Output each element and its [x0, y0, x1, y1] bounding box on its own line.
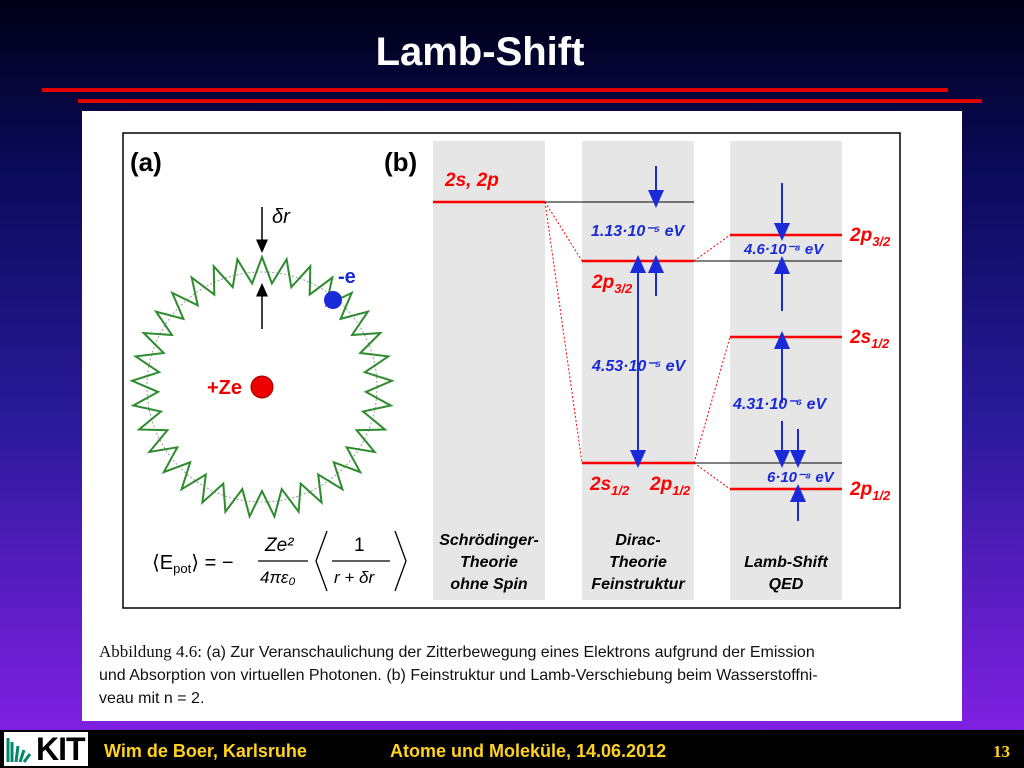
level-label-lamb-p12: 2p1/2: [849, 479, 891, 503]
dirac-energy-top: 1.13·10⁻⁵ eV: [591, 223, 686, 240]
svg-text:veau mit n = 2.: veau mit n = 2.: [99, 690, 204, 707]
potential-formula: ⟨Epot⟩ = − Ze² 4πε₀ 1 r + δr: [152, 530, 407, 592]
formula-left-angle: [315, 530, 328, 592]
kit-logo: KIT: [4, 732, 88, 766]
delta-r-label: δr: [272, 206, 291, 228]
svg-text:Lamb-Shift: Lamb-Shift: [744, 554, 828, 571]
footer-bar: [0, 730, 1024, 768]
svg-text:Abbildung 4.6: (a) Zur Veransc: Abbildung 4.6: (a) Zur Veranschaulichung…: [99, 642, 815, 661]
page-number: 13: [993, 742, 1010, 761]
formula-inner-numerator: 1: [354, 535, 365, 556]
level-label-lamb-s12: 2s1/2: [849, 327, 890, 351]
panel-a-label: (a): [130, 147, 162, 177]
figure-image: (a) (b) δr -e +Ze ⟨Epot⟩ = − Ze² 4πε₀ 1 …: [82, 111, 962, 721]
formula-lhs: ⟨Epot⟩ = −: [152, 552, 234, 576]
level-label-dirac-s12: 2s1/2: [589, 474, 630, 498]
svg-text:Schrödinger-: Schrödinger-: [439, 532, 539, 549]
electron-dot: [324, 291, 342, 309]
title-underline-bottom: [78, 99, 982, 103]
level-label-dirac-p32: 2p3/2: [591, 272, 633, 296]
kit-logo-text: KIT: [36, 731, 86, 767]
caption-schroedinger: Schrödinger- Theorie ohne Spin: [439, 532, 539, 593]
svg-text:Dirac-: Dirac-: [615, 532, 660, 549]
level-label-2s2p: 2s, 2p: [444, 170, 499, 191]
formula-numerator: Ze²: [264, 535, 294, 556]
title-underline-top: [42, 88, 948, 92]
footer-author: Wim de Boer, Karlsruhe: [104, 741, 307, 761]
lamb-energy-mid: 4.31·10⁻⁶ eV: [732, 396, 828, 413]
nucleus-label: +Ze: [207, 377, 242, 399]
caption-dirac: Dirac- Theorie Feinstruktur: [591, 532, 685, 593]
formula-denominator: 4πε₀: [260, 568, 295, 587]
svg-text:QED: QED: [769, 576, 804, 593]
zitter-zigzag: [129, 254, 395, 520]
formula-inner-denominator: r + δr: [334, 568, 375, 587]
zitter-orbit-group: δr -e +Ze: [129, 206, 395, 520]
electron-label: -e: [338, 266, 356, 288]
lamb-energy-bottom: 6·10⁻⁸ eV: [767, 469, 836, 486]
slide-title: Lamb-Shift: [375, 30, 585, 74]
svg-text:Feinstruktur: Feinstruktur: [591, 576, 685, 593]
svg-text:Theorie: Theorie: [460, 554, 518, 571]
kit-logo-icon: [6, 738, 32, 763]
lamb-energy-top: 4.6·10⁻⁸ eV: [743, 241, 825, 258]
panel-b-label: (b): [384, 147, 417, 177]
svg-text:Theorie: Theorie: [609, 554, 667, 571]
level-label-lamb-p32: 2p3/2: [849, 225, 891, 249]
caption-lamb: Lamb-Shift QED: [744, 554, 828, 593]
dirac-energy-main: 4.53·10⁻⁵ eV: [591, 358, 687, 375]
svg-text:ohne Spin: ohne Spin: [450, 576, 528, 593]
level-label-dirac-p12: 2p1/2: [649, 474, 691, 498]
lamb-column: [730, 141, 842, 600]
svg-text:und Absorption von virtuellen: und Absorption von virtuellen Photonen. …: [99, 667, 818, 684]
figure-caption: Abbildung 4.6: (a) Zur Veranschaulichung…: [99, 642, 818, 707]
schroedinger-column: [433, 141, 545, 600]
formula-right-angle: [394, 530, 407, 592]
figure-frame: [122, 132, 901, 609]
nucleus-dot: [250, 375, 274, 399]
level-connectors: [544, 201, 731, 490]
lamb-shift-diagram: (a) (b) δr -e +Ze ⟨Epot⟩ = − Ze² 4πε₀ 1 …: [99, 132, 901, 707]
footer-course: Atome und Moleküle, 14.06.2012: [390, 741, 667, 761]
